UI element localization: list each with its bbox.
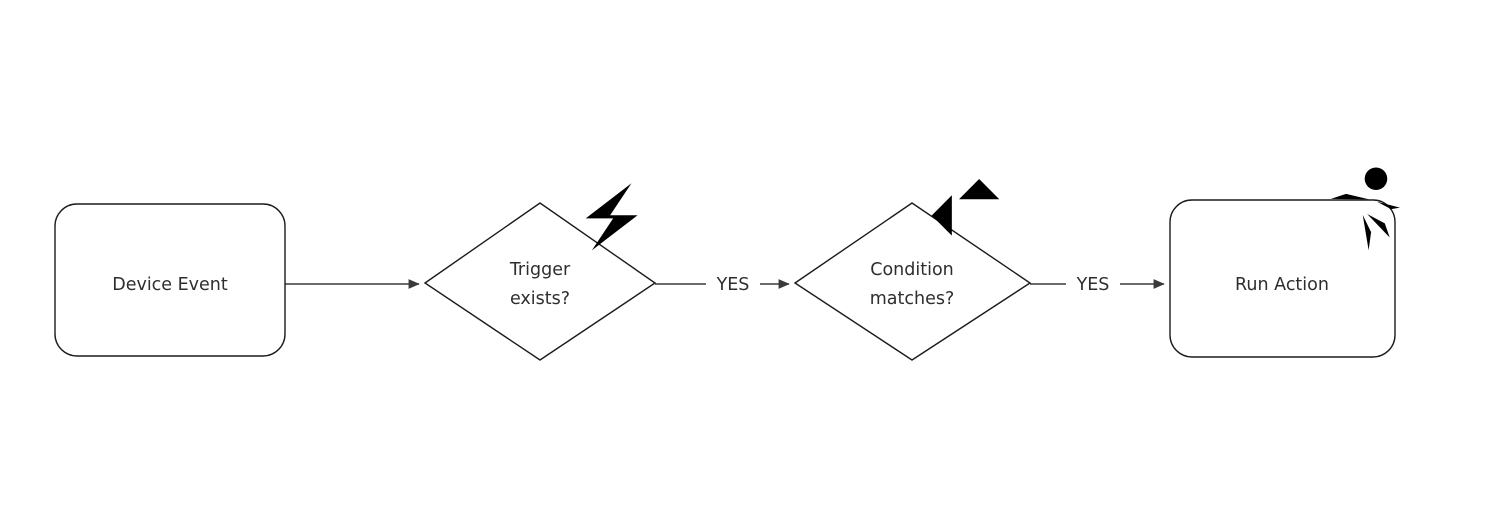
running-person-icon — [1330, 167, 1400, 251]
node-device-event[interactable]: Device Event — [54, 203, 286, 357]
node-condition-matches[interactable]: Condition matches? — [793, 202, 1032, 361]
node-run-action[interactable]: Run Action — [1169, 199, 1396, 358]
run-action-shape[interactable] — [1169, 199, 1396, 358]
device-event-label: Device Event — [112, 275, 228, 295]
lightning-bolt-icon — [585, 183, 638, 251]
device-event-shape[interactable] — [54, 203, 286, 357]
node-trigger-exists[interactable]: Trigger exists? — [423, 202, 657, 361]
trigger-exists-label-line2: exists? — [510, 289, 570, 309]
edge-trigger-to-condition: YES — [655, 275, 790, 295]
edge-label-yes-trigger: YES — [716, 275, 750, 295]
trigger-exists-label-line1: Trigger — [509, 260, 571, 280]
condition-matches-label-line1: Condition — [870, 260, 954, 280]
fork-arrow-icon — [931, 179, 1000, 236]
run-action-label: Run Action — [1235, 275, 1329, 295]
trigger-exists-shape[interactable] — [423, 202, 657, 361]
condition-matches-label-line2: matches? — [870, 289, 955, 309]
condition-matches-shape[interactable] — [793, 202, 1032, 361]
edge-label-yes-condition: YES — [1076, 275, 1110, 295]
edge-condition-to-action: YES — [1030, 275, 1165, 295]
